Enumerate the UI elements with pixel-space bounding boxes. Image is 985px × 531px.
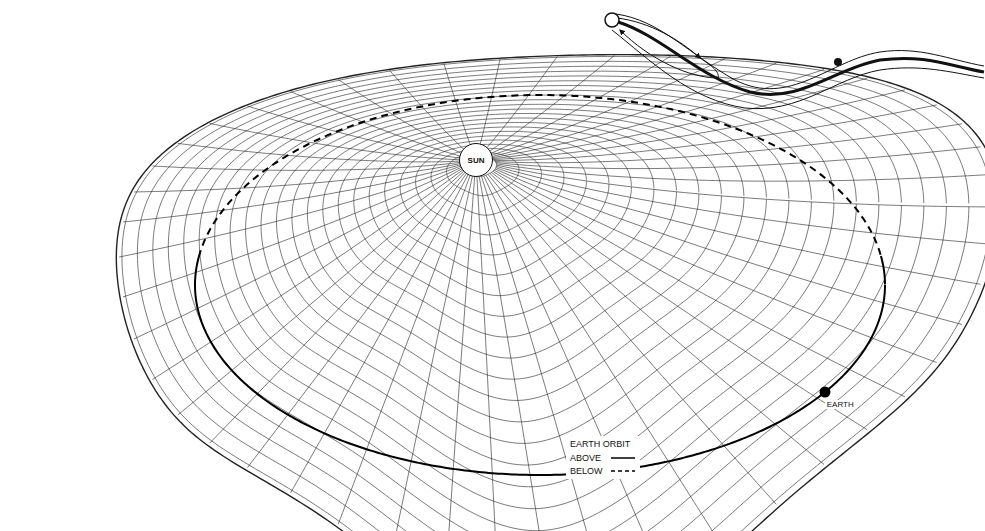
grid-line <box>168 71 924 531</box>
grid-line <box>276 104 766 422</box>
grid-line <box>246 95 812 465</box>
loop-line <box>617 18 700 58</box>
orbit-segment <box>195 257 885 475</box>
grid-line <box>477 59 500 157</box>
grid-line <box>123 167 462 297</box>
grid-line <box>307 113 721 379</box>
grid-line <box>479 177 557 531</box>
grid-line <box>230 90 834 487</box>
grid-line <box>292 109 744 401</box>
grid-line <box>495 169 962 325</box>
loop-line <box>700 58 718 78</box>
grid-line <box>338 123 676 338</box>
loop-line <box>620 30 718 78</box>
grid-line <box>496 147 981 169</box>
grid-line <box>496 164 985 181</box>
inset-sketch <box>605 13 984 109</box>
sheet-grid <box>116 55 985 531</box>
grid-line <box>153 66 946 531</box>
legend-text: BELOW <box>570 466 610 476</box>
legend-row: BELOW <box>570 464 636 477</box>
grid-line <box>494 105 937 161</box>
earth-dot <box>819 386 831 398</box>
flux-tube-edge <box>612 30 984 109</box>
grid-line <box>488 63 777 157</box>
legend-sample <box>610 455 636 461</box>
field-line <box>618 22 984 94</box>
grid-line <box>119 166 462 257</box>
grid-line <box>479 56 557 156</box>
grid-line <box>199 81 879 531</box>
grid-line <box>496 168 981 285</box>
grid-line <box>494 170 937 362</box>
earth-orbit-line <box>195 95 885 475</box>
grid-line <box>261 100 789 444</box>
orbit-segment <box>199 95 881 257</box>
earth-dot-fill <box>819 387 830 398</box>
planet-label: EARTH <box>825 400 856 409</box>
grid-line <box>385 136 609 275</box>
body-label: SUN <box>468 156 485 165</box>
legend-heading: EARTH ORBIT <box>570 438 636 451</box>
grid-line <box>444 176 475 531</box>
inset-earth <box>834 58 842 66</box>
grid-line <box>477 176 500 531</box>
legend-line <box>611 470 635 472</box>
grid-line <box>496 166 985 244</box>
grid-line <box>323 118 699 358</box>
grid-line <box>137 61 968 531</box>
grid-line <box>390 70 473 157</box>
sun-circle: SUN <box>459 143 493 177</box>
grid-line <box>184 76 902 531</box>
legend-text: ABOVE <box>570 453 610 463</box>
grid-line <box>116 55 985 531</box>
grid-line <box>354 127 654 316</box>
earth-marker: EARTH <box>819 386 831 398</box>
legend-box: EARTH ORBIT ABOVE BELOW <box>566 436 640 479</box>
grid-line <box>496 165 985 207</box>
grid-line <box>247 106 467 159</box>
grid-line <box>122 56 985 531</box>
legend-line <box>611 457 635 459</box>
legend-sample <box>610 468 636 474</box>
grid-line <box>390 175 473 531</box>
inset-sun <box>605 13 619 27</box>
grid-line <box>210 172 466 443</box>
legend-row: ABOVE <box>570 451 636 464</box>
grid-line <box>484 176 671 531</box>
grid-line <box>486 175 725 531</box>
grid-line <box>215 86 857 509</box>
grid-line <box>123 164 462 222</box>
grid-line <box>247 173 467 468</box>
grid-line <box>369 131 631 295</box>
orbit-segment <box>881 256 885 284</box>
grid-line <box>400 140 586 255</box>
